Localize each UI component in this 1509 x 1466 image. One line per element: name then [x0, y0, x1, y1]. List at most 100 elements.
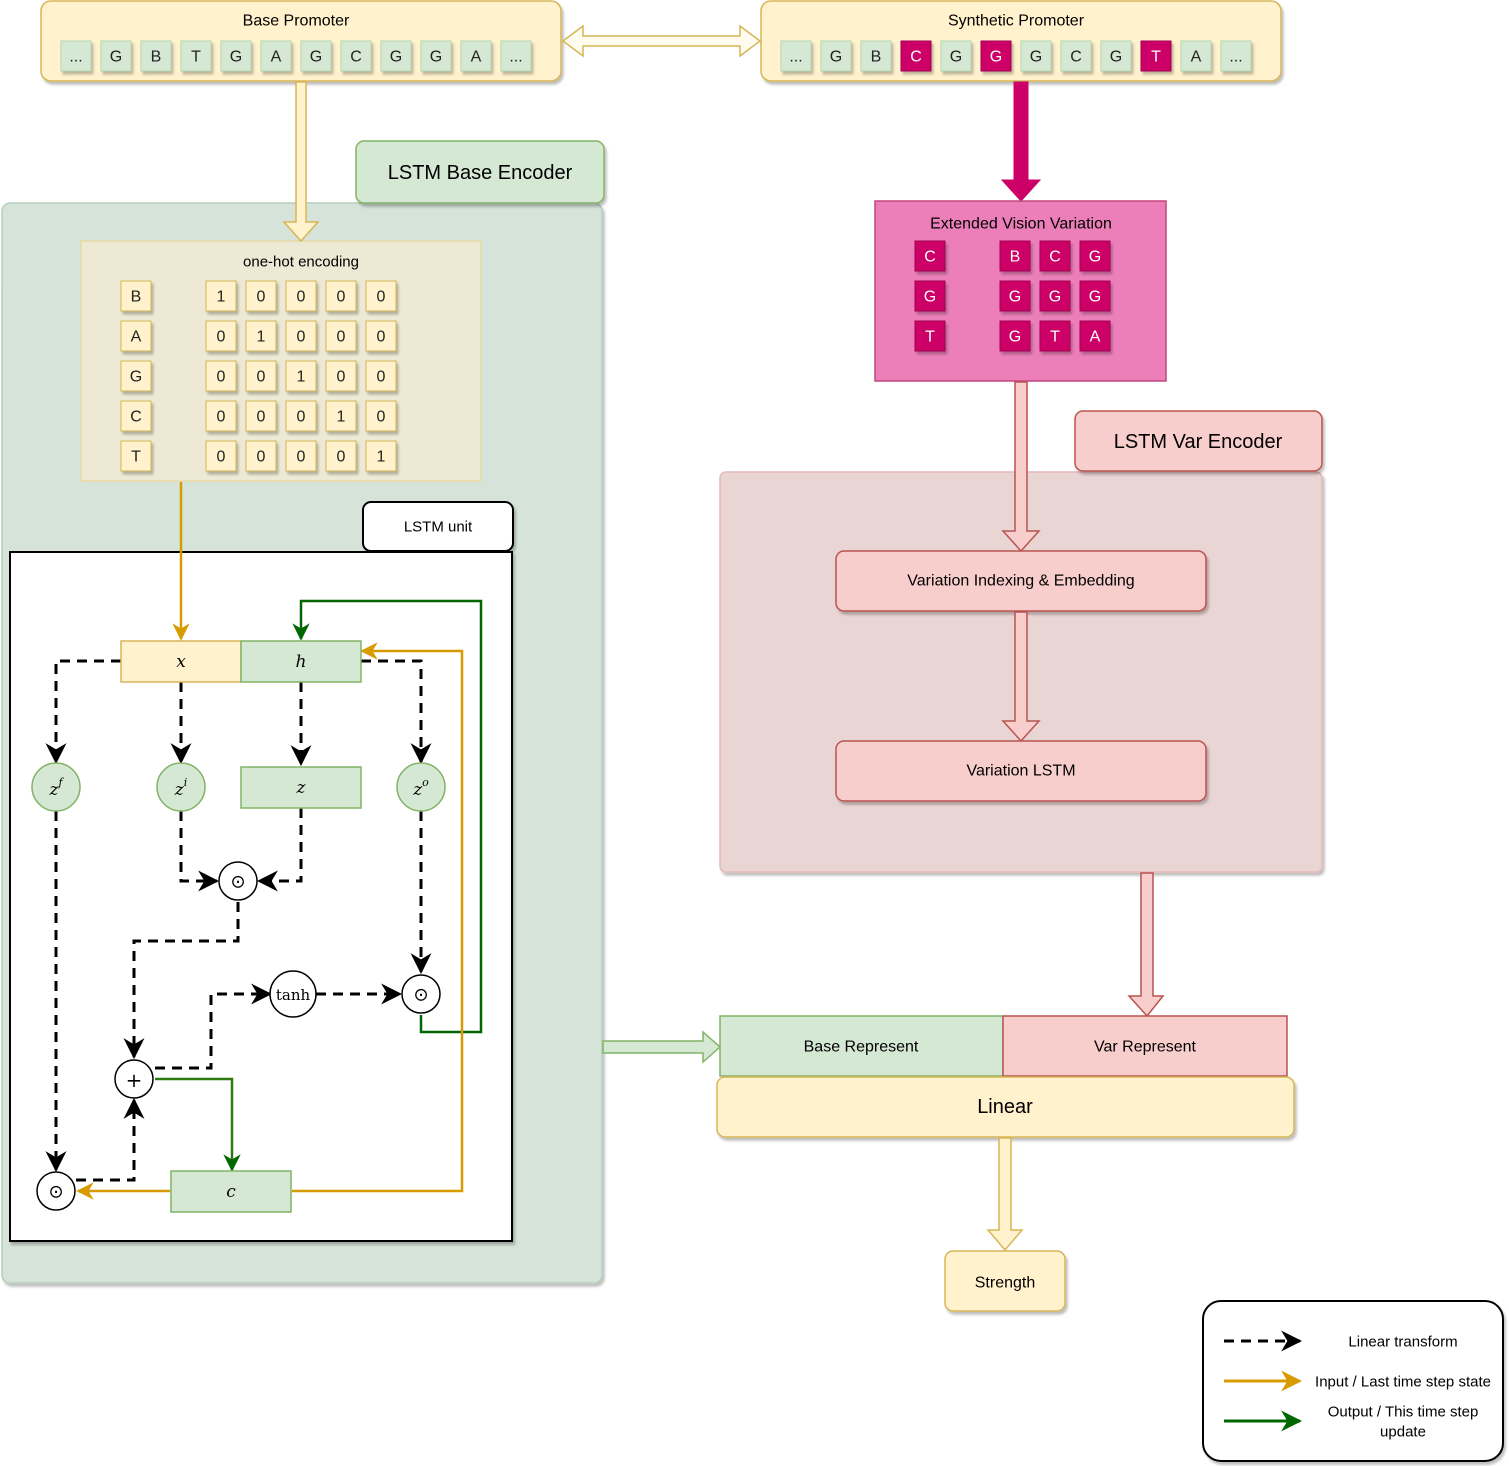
onehot-bit-cell-text: 0 [337, 369, 346, 386]
variation-context-cell-text: C [1049, 249, 1061, 266]
var-represent-box: Var Represent [1002, 1015, 1288, 1077]
base-sequence-cell: ... [60, 40, 92, 72]
onehot-bit-cell-text: 0 [217, 449, 226, 466]
zi-sup: i [184, 776, 188, 789]
base-promoter-title: Base Promoter [243, 13, 350, 30]
onehot-bit-cell-text: 0 [377, 329, 386, 346]
synthetic-sequence-cell-text: G [1110, 49, 1122, 66]
onehot-bit-cell-text: 1 [297, 369, 306, 386]
zf-sup: f [57, 776, 64, 789]
onehot-symbol-cell-text: B [131, 289, 142, 306]
base-sequence-cell-text: G [390, 49, 402, 66]
mutated-sequence-cell: G [980, 40, 1012, 72]
variation-context-cell-text: A [1090, 329, 1101, 346]
zf-gate: zf [31, 762, 81, 812]
base-represent-label: Base Represent [804, 1039, 919, 1056]
variation-context-cell-text: G [1089, 249, 1101, 266]
base-sequence-cell-text: A [471, 49, 482, 66]
legend-linear-transform: Linear transform [1348, 1334, 1457, 1351]
mutated-sequence-cell: C [900, 40, 932, 72]
synthetic-sequence-cell-text: G [950, 49, 962, 66]
forget-mult-symbol: ⊙ [48, 1182, 63, 1203]
h-to-zo-arrow [361, 659, 432, 765]
c-to-h-arrow [292, 642, 464, 1193]
output-mult-operator: ⊙ [401, 974, 441, 1014]
onehot-bit-cell: 0 [205, 400, 237, 432]
onehot-symbol-cell: A [120, 320, 152, 352]
onehot-bit-cell-text: 1 [377, 449, 386, 466]
onehot-bit-cell: 0 [365, 320, 397, 352]
onehot-bit-cell-text: 0 [217, 369, 226, 386]
synthetic-sequence-cell-text: G [830, 49, 842, 66]
onehot-symbol-cell: C [120, 400, 152, 432]
base-sequence-cell: A [460, 40, 492, 72]
indexing-to-lstm-arrow [1001, 611, 1041, 743]
base-sequence-cell-text: G [430, 49, 442, 66]
synthetic-sequence-cell-text: ... [789, 49, 802, 66]
synthetic-sequence-cell: ... [1220, 40, 1252, 72]
indexing-box: Variation Indexing & Embedding [835, 550, 1207, 612]
variation-lstm-box: Variation LSTM [835, 740, 1207, 802]
base-encoder-to-represent-arrow [602, 1030, 722, 1064]
variation-center-cell: G [914, 280, 946, 312]
onehot-bit-cell: 0 [205, 360, 237, 392]
variation-lstm-label: Variation LSTM [966, 763, 1075, 780]
onehot-bit-cell: 0 [245, 360, 277, 392]
synthetic-sequence-cell-text: G [1030, 49, 1042, 66]
legend-input-state: Input / Last time step state [1315, 1374, 1491, 1391]
onehot-bit-cell-text: 0 [297, 289, 306, 306]
indexing-label: Variation Indexing & Embedding [907, 573, 1134, 590]
base-sequence-cell-text: B [151, 49, 162, 66]
zo-label: z [412, 780, 423, 800]
c-label: c [226, 1182, 236, 1202]
base-sequence-cell: C [340, 40, 372, 72]
onehot-bit-cell: 0 [365, 280, 397, 312]
onehot-bit-cell-text: 0 [217, 329, 226, 346]
legend-output-update-1: Output / This time step [1328, 1404, 1479, 1421]
mutated-sequence-cell-text: T [1151, 49, 1161, 66]
base-represent-box: Base Represent [719, 1015, 1004, 1077]
tanh-operator: tanh [269, 970, 317, 1018]
base-encoder-title: LSTM Base Encoder [388, 162, 573, 184]
h-label: h [296, 652, 307, 672]
linear-box: Linear [716, 1076, 1295, 1138]
legend-output-update-2: update [1380, 1424, 1426, 1441]
onehot-bit-cell: 0 [325, 440, 357, 472]
onehot-symbol-cell-text: T [131, 449, 141, 466]
synthetic-sequence-cell: A [1180, 40, 1212, 72]
zi-label: z [174, 780, 185, 800]
synthetic-sequence-cell: ... [780, 40, 812, 72]
onehot-bit-cell: 0 [325, 320, 357, 352]
x-node: x [120, 640, 242, 683]
base-sequence-cell-text: C [350, 49, 362, 66]
variation-center-cell: T [914, 320, 946, 352]
mutated-sequence-cell-text: C [910, 49, 922, 66]
base-sequence-cell-text: A [271, 49, 282, 66]
lstm-unit-label-box: LSTM unit [362, 501, 514, 552]
base-sequence-cell: ... [500, 40, 532, 72]
onehot-bit-cell-text: 0 [257, 369, 266, 386]
onehot-symbol-cell-text: A [131, 329, 142, 346]
mutated-sequence-cell-text: G [990, 49, 1002, 66]
svg-text:zi: zi [174, 776, 188, 801]
zf-label: z [48, 780, 59, 800]
base-sequence-cell-text: G [310, 49, 322, 66]
mutated-sequence-cell: T [1140, 40, 1172, 72]
onehot-bit-cell: 0 [205, 320, 237, 352]
var-encoder-title-box: LSTM Var Encoder [1074, 410, 1323, 472]
base-sequence-cell: G [220, 40, 252, 72]
variation-context-cell-text: T [1050, 329, 1060, 346]
onehot-bit-cell: 0 [205, 440, 237, 472]
base-sequence-cell-text: ... [69, 49, 82, 66]
onehot-bit-cell-text: 1 [257, 329, 266, 346]
strength-box: Strength [944, 1250, 1066, 1312]
onehot-bit-cell: 0 [245, 280, 277, 312]
synthetic-sequence-cell-text: ... [1229, 49, 1242, 66]
linear-to-strength-arrow [986, 1137, 1024, 1252]
variation-context-cell: G [999, 280, 1031, 312]
variation-context-cell: G [999, 320, 1031, 352]
onehot-symbol-cell-text: C [130, 409, 142, 426]
